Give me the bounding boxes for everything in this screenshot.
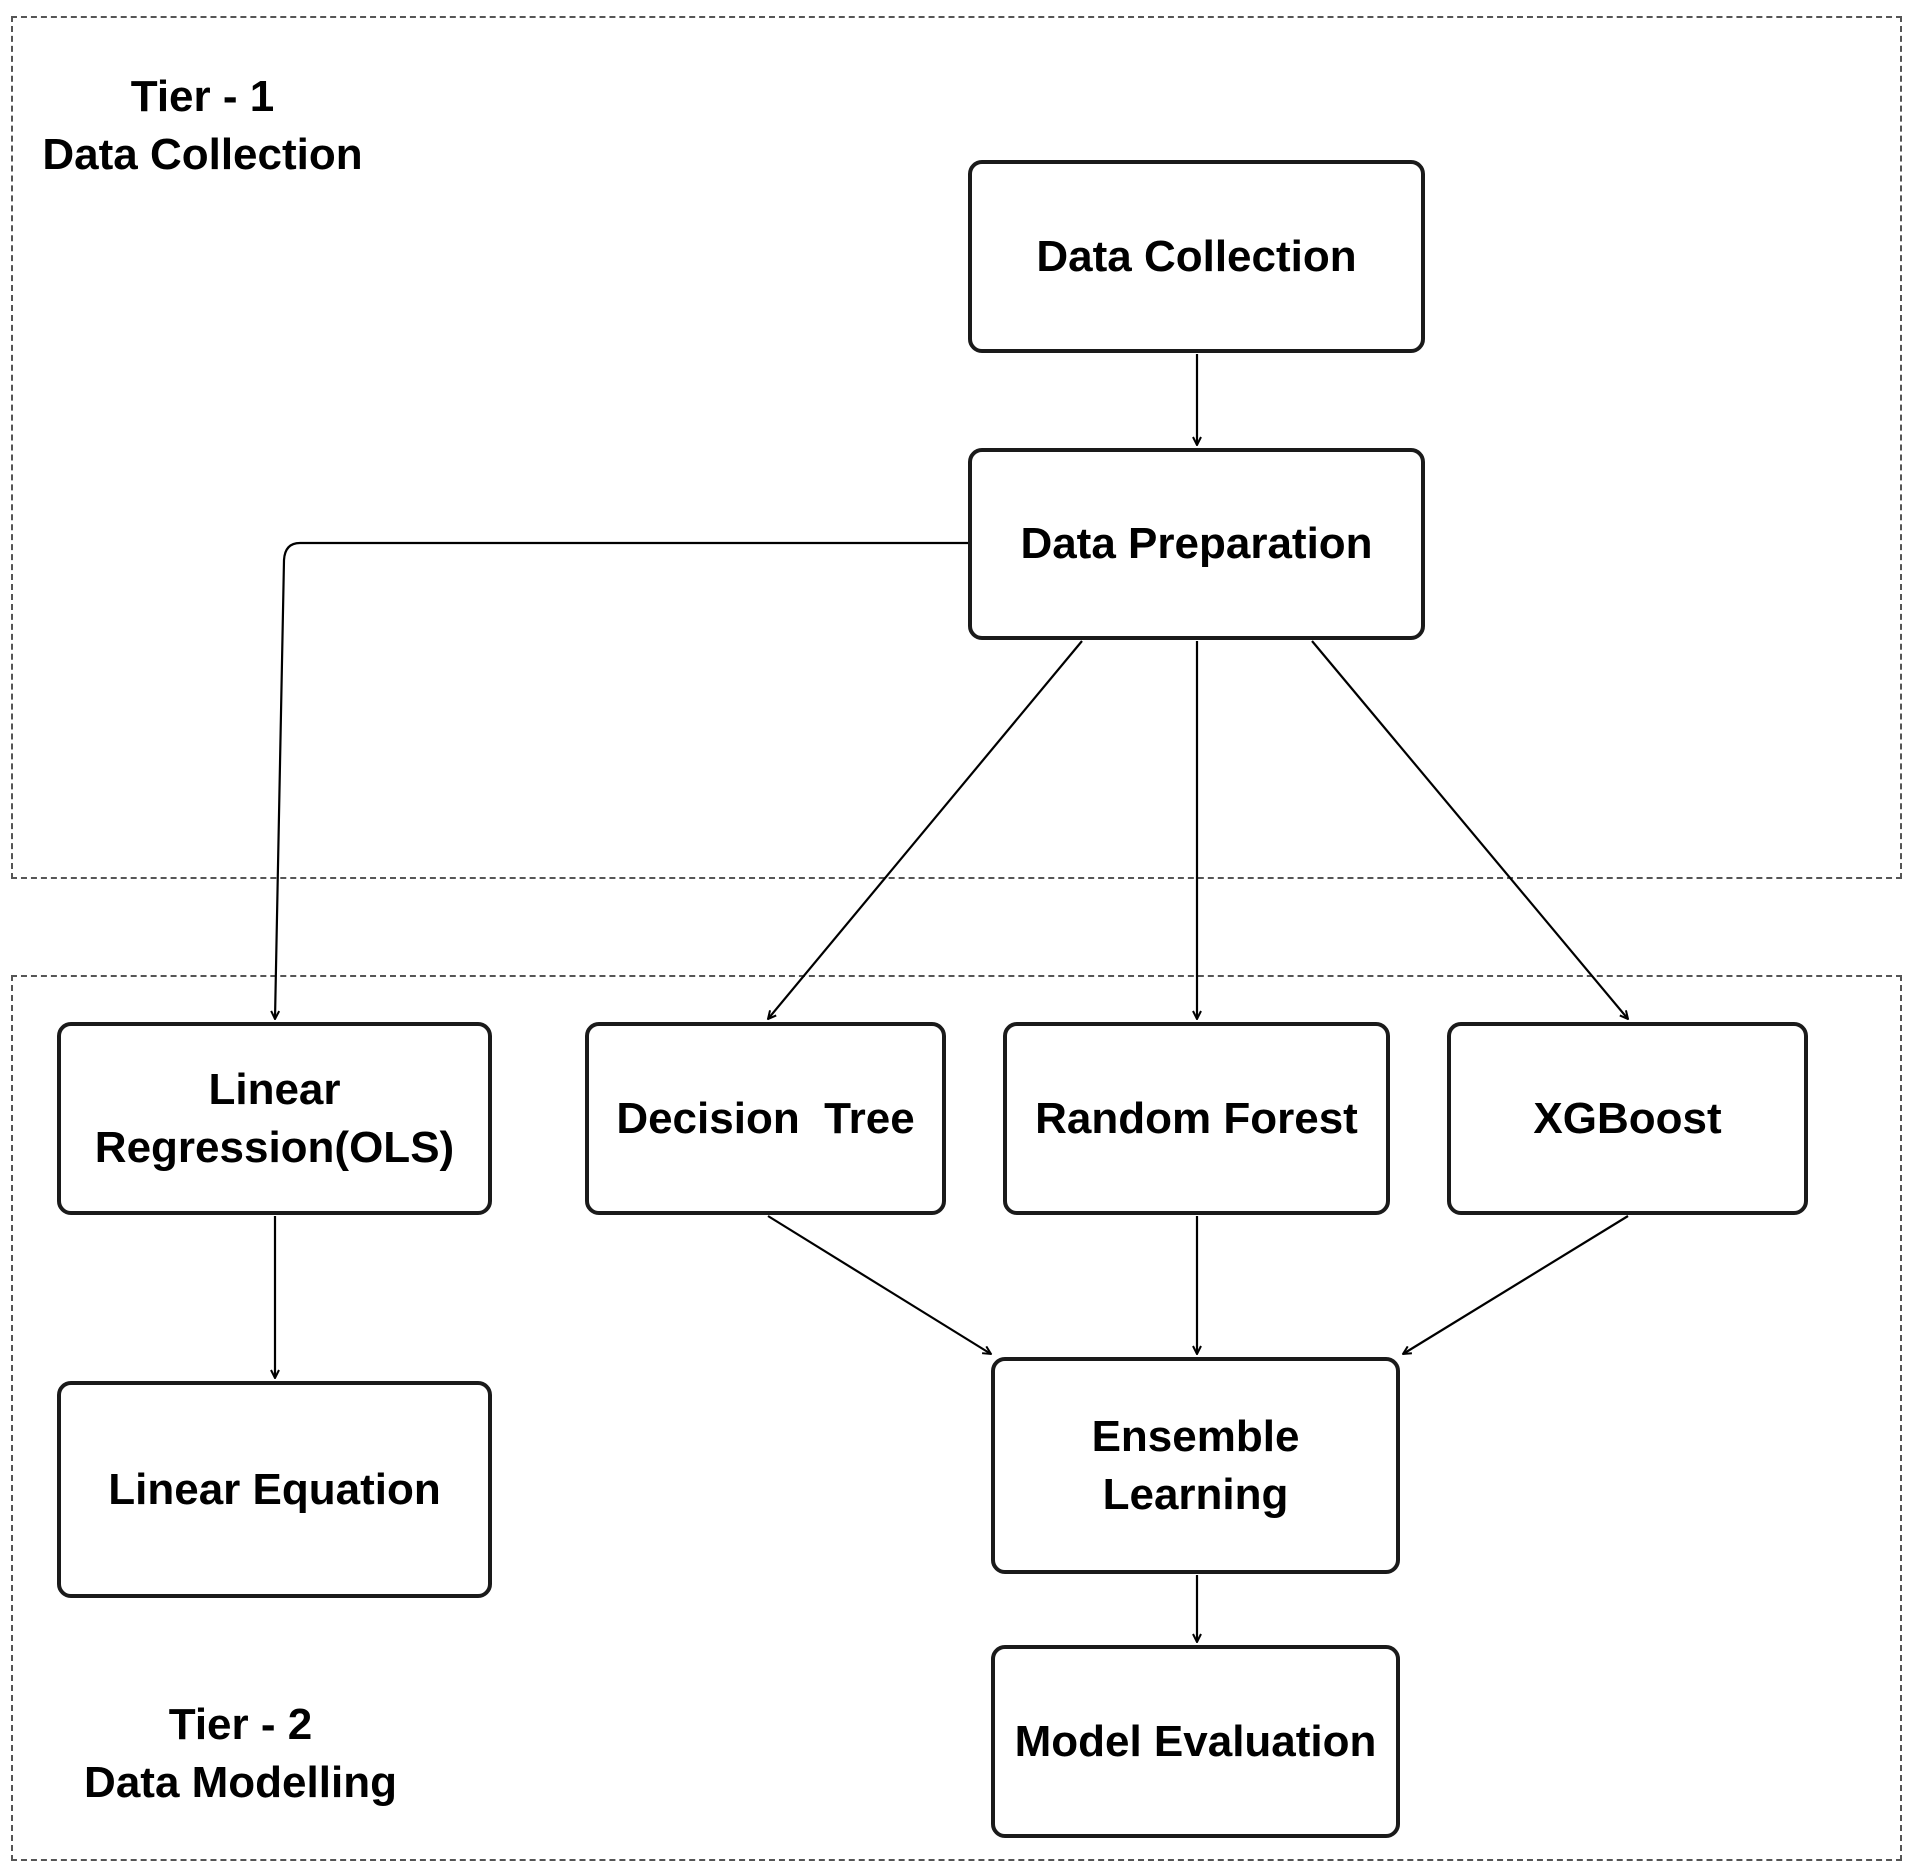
data-preparation-label: Data Preparation <box>1020 519 1373 568</box>
ensemble-learning-line-2: Learning <box>1102 1469 1289 1519</box>
data-collection-node: Data Collection <box>968 160 1425 353</box>
model-evaluation-node: Model Evaluation <box>991 1645 1400 1838</box>
tier-2-title: Tier - 2 <box>168 1700 313 1749</box>
tier-1-subtitle: Data Collection <box>42 130 363 179</box>
tier-2-container <box>11 975 1902 1861</box>
model-evaluation-label: Model Evaluation <box>1014 1716 1377 1766</box>
edge-xgboost-to-ensemble <box>1403 1215 1629 1354</box>
data-collection-label: Data Collection <box>1036 231 1357 281</box>
linear-regression-line-2: Regression(OLS) <box>94 1122 455 1172</box>
linear-equation-label: Linear Equation <box>108 1464 441 1514</box>
edge-preparation-to-linear-regression <box>275 541 968 1019</box>
tier-1-title: Tier - 1 <box>130 72 275 121</box>
data-preparation-node: Data Preparation <box>968 448 1425 640</box>
edge-decision-tree-to-ensemble <box>767 1215 991 1354</box>
edge-preparation-to-decision-tree <box>768 640 1083 1019</box>
decision-tree-label: Decision Tree <box>616 1093 915 1143</box>
linear-equation-node: Linear Equation <box>57 1381 492 1598</box>
linear-regression-node: Linear Regression(OLS) <box>57 1022 492 1215</box>
ensemble-learning-node: Ensemble Learning <box>991 1357 1400 1574</box>
decision-tree-node: Decision Tree <box>585 1022 946 1215</box>
tier-2-label: Tier - 2 Data Modelling <box>58 1696 423 1812</box>
xgboost-label: XGBoost <box>1533 1093 1722 1143</box>
random-forest-label: Random Forest <box>1035 1093 1358 1143</box>
tier-1-label: Tier - 1 Data Collection <box>10 68 395 184</box>
edge-preparation-to-xgboost <box>1311 640 1628 1019</box>
linear-regression-label: Linear Regression(OLS) <box>95 1061 454 1177</box>
ensemble-learning-line-1: Ensemble <box>1091 1411 1300 1461</box>
linear-regression-line-1: Linear <box>208 1064 341 1114</box>
ensemble-learning-label: Ensemble Learning <box>1092 1408 1300 1524</box>
xgboost-node: XGBoost <box>1447 1022 1808 1215</box>
random-forest-node: Random Forest <box>1003 1022 1390 1215</box>
tier-1-container <box>11 16 1902 879</box>
tier-2-subtitle: Data Modelling <box>84 1758 397 1807</box>
